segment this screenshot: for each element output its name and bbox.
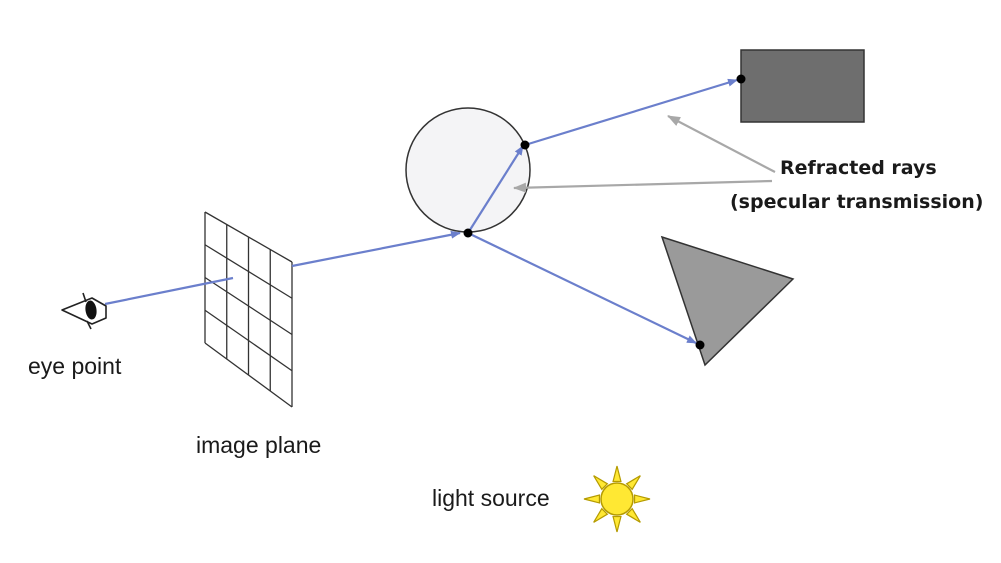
callout-arrow-to-sphere — [513, 179, 773, 193]
rectangle-object — [740, 49, 865, 123]
primary-ray-eye-to-plane — [104, 276, 234, 306]
eye-point-label: eye point — [28, 353, 122, 379]
hit-point-sphere-entry — [463, 228, 473, 238]
refracted-ray-inside-sphere — [467, 145, 524, 234]
sun-icon — [583, 465, 651, 533]
image-plane-label: image plane — [196, 432, 322, 458]
refractive-sphere — [405, 107, 531, 233]
refracted-rays-callout-subtitle: (specular transmission) — [730, 191, 984, 213]
primary-ray-plane-to-sphere — [291, 230, 461, 268]
callout-arrow-to-rectangle-ray — [667, 115, 776, 173]
refracted-rays-callout-title: Refracted rays — [780, 157, 937, 179]
hit-point-triangle — [695, 340, 705, 350]
image-plane-grid — [204, 211, 293, 408]
eye-icon — [61, 292, 107, 330]
hit-point-sphere-exit — [520, 140, 530, 150]
ray-to-triangle — [467, 232, 697, 344]
light-source-label: light source — [432, 485, 550, 511]
refracted-ray-to-rectangle — [524, 78, 738, 147]
triangle-object — [660, 235, 795, 367]
hit-point-rectangle — [736, 74, 746, 84]
